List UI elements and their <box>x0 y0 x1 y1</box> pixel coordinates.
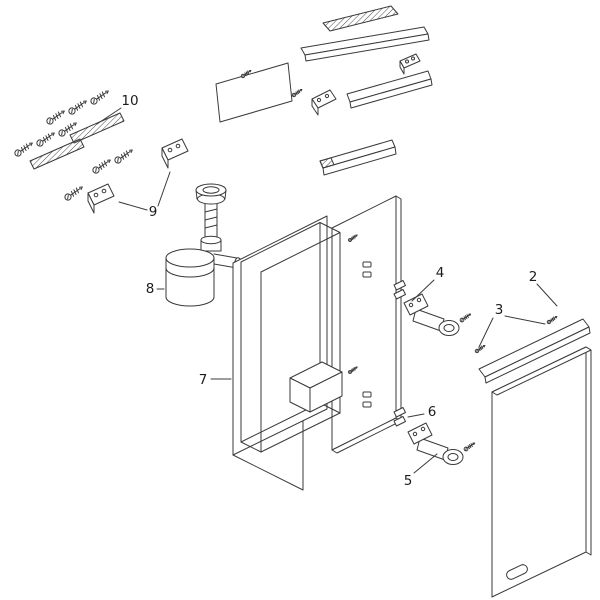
leader-line-4 <box>411 279 435 302</box>
part-label-6: 6 <box>428 404 437 420</box>
ventilation-grille <box>322 5 399 32</box>
part-callout-10: 10 <box>96 93 139 125</box>
cabinet-carcass <box>232 215 343 491</box>
screw-icon <box>291 87 304 98</box>
screw-icon <box>459 312 472 323</box>
leader-line-3a <box>478 317 494 348</box>
door-panel <box>491 346 592 598</box>
hinge-clips-upper <box>393 280 406 300</box>
screw-icon <box>91 156 113 175</box>
leader-line-3b <box>504 315 546 325</box>
part-label-10: 10 <box>121 93 138 109</box>
interior-shelf <box>289 361 343 413</box>
hinge-clips-lower <box>393 407 406 427</box>
part-label-4: 4 <box>436 265 445 281</box>
leader-line-2 <box>536 283 558 307</box>
screw-icon <box>113 146 135 165</box>
door-top-trim <box>478 318 591 384</box>
side-panel-hinge-plate <box>331 195 402 454</box>
part-callouts: 2 3 4 5 6 7 8 9 <box>96 93 558 489</box>
part-label-3: 3 <box>495 302 504 318</box>
leader-line-5 <box>413 453 438 474</box>
leader-line-9b <box>157 171 171 207</box>
top-mounting-rail <box>300 26 430 75</box>
part-callout-7: 7 <box>199 372 232 388</box>
screw-icon <box>13 139 35 158</box>
wall-fixing-set <box>13 87 189 214</box>
screw-icon <box>67 97 89 116</box>
part-callout-9: 9 <box>118 171 171 220</box>
angle-bracket-top-right <box>399 53 421 75</box>
part-label-7: 7 <box>199 372 208 388</box>
trim-rail-right <box>346 70 433 109</box>
part-label-2: 2 <box>529 269 538 285</box>
part-label-9: 9 <box>149 204 158 220</box>
part-callout-4: 4 <box>411 265 445 302</box>
screw-icon <box>45 107 67 126</box>
screw-icon <box>35 129 57 148</box>
angle-bracket-mid <box>311 89 337 116</box>
hinge-upper <box>403 293 472 336</box>
mounting-rail-mid <box>319 139 397 176</box>
screw-icon <box>463 441 476 452</box>
screw-icon <box>89 87 111 106</box>
part-callout-8: 8 <box>146 281 165 297</box>
trim-panel-left <box>215 62 304 123</box>
part-callout-6: 6 <box>407 404 437 420</box>
part-label-5: 5 <box>404 473 413 489</box>
mounting-bracket-lower <box>87 183 115 214</box>
screw-icon <box>546 314 559 325</box>
leader-line-6 <box>407 413 425 418</box>
mounting-bracket-upper <box>161 138 189 169</box>
part-callout-2: 2 <box>529 269 558 307</box>
part-callout-5: 5 <box>404 453 438 489</box>
part-callout-3: 3 <box>478 302 546 348</box>
hinge-lower <box>407 422 476 465</box>
screw-icon <box>63 183 85 202</box>
door-handle-recess <box>506 564 528 580</box>
part-label-8: 8 <box>146 281 155 297</box>
bottle-trap-siphon <box>165 183 242 307</box>
leader-line-9a <box>118 201 148 211</box>
leader-line-10 <box>96 107 122 125</box>
